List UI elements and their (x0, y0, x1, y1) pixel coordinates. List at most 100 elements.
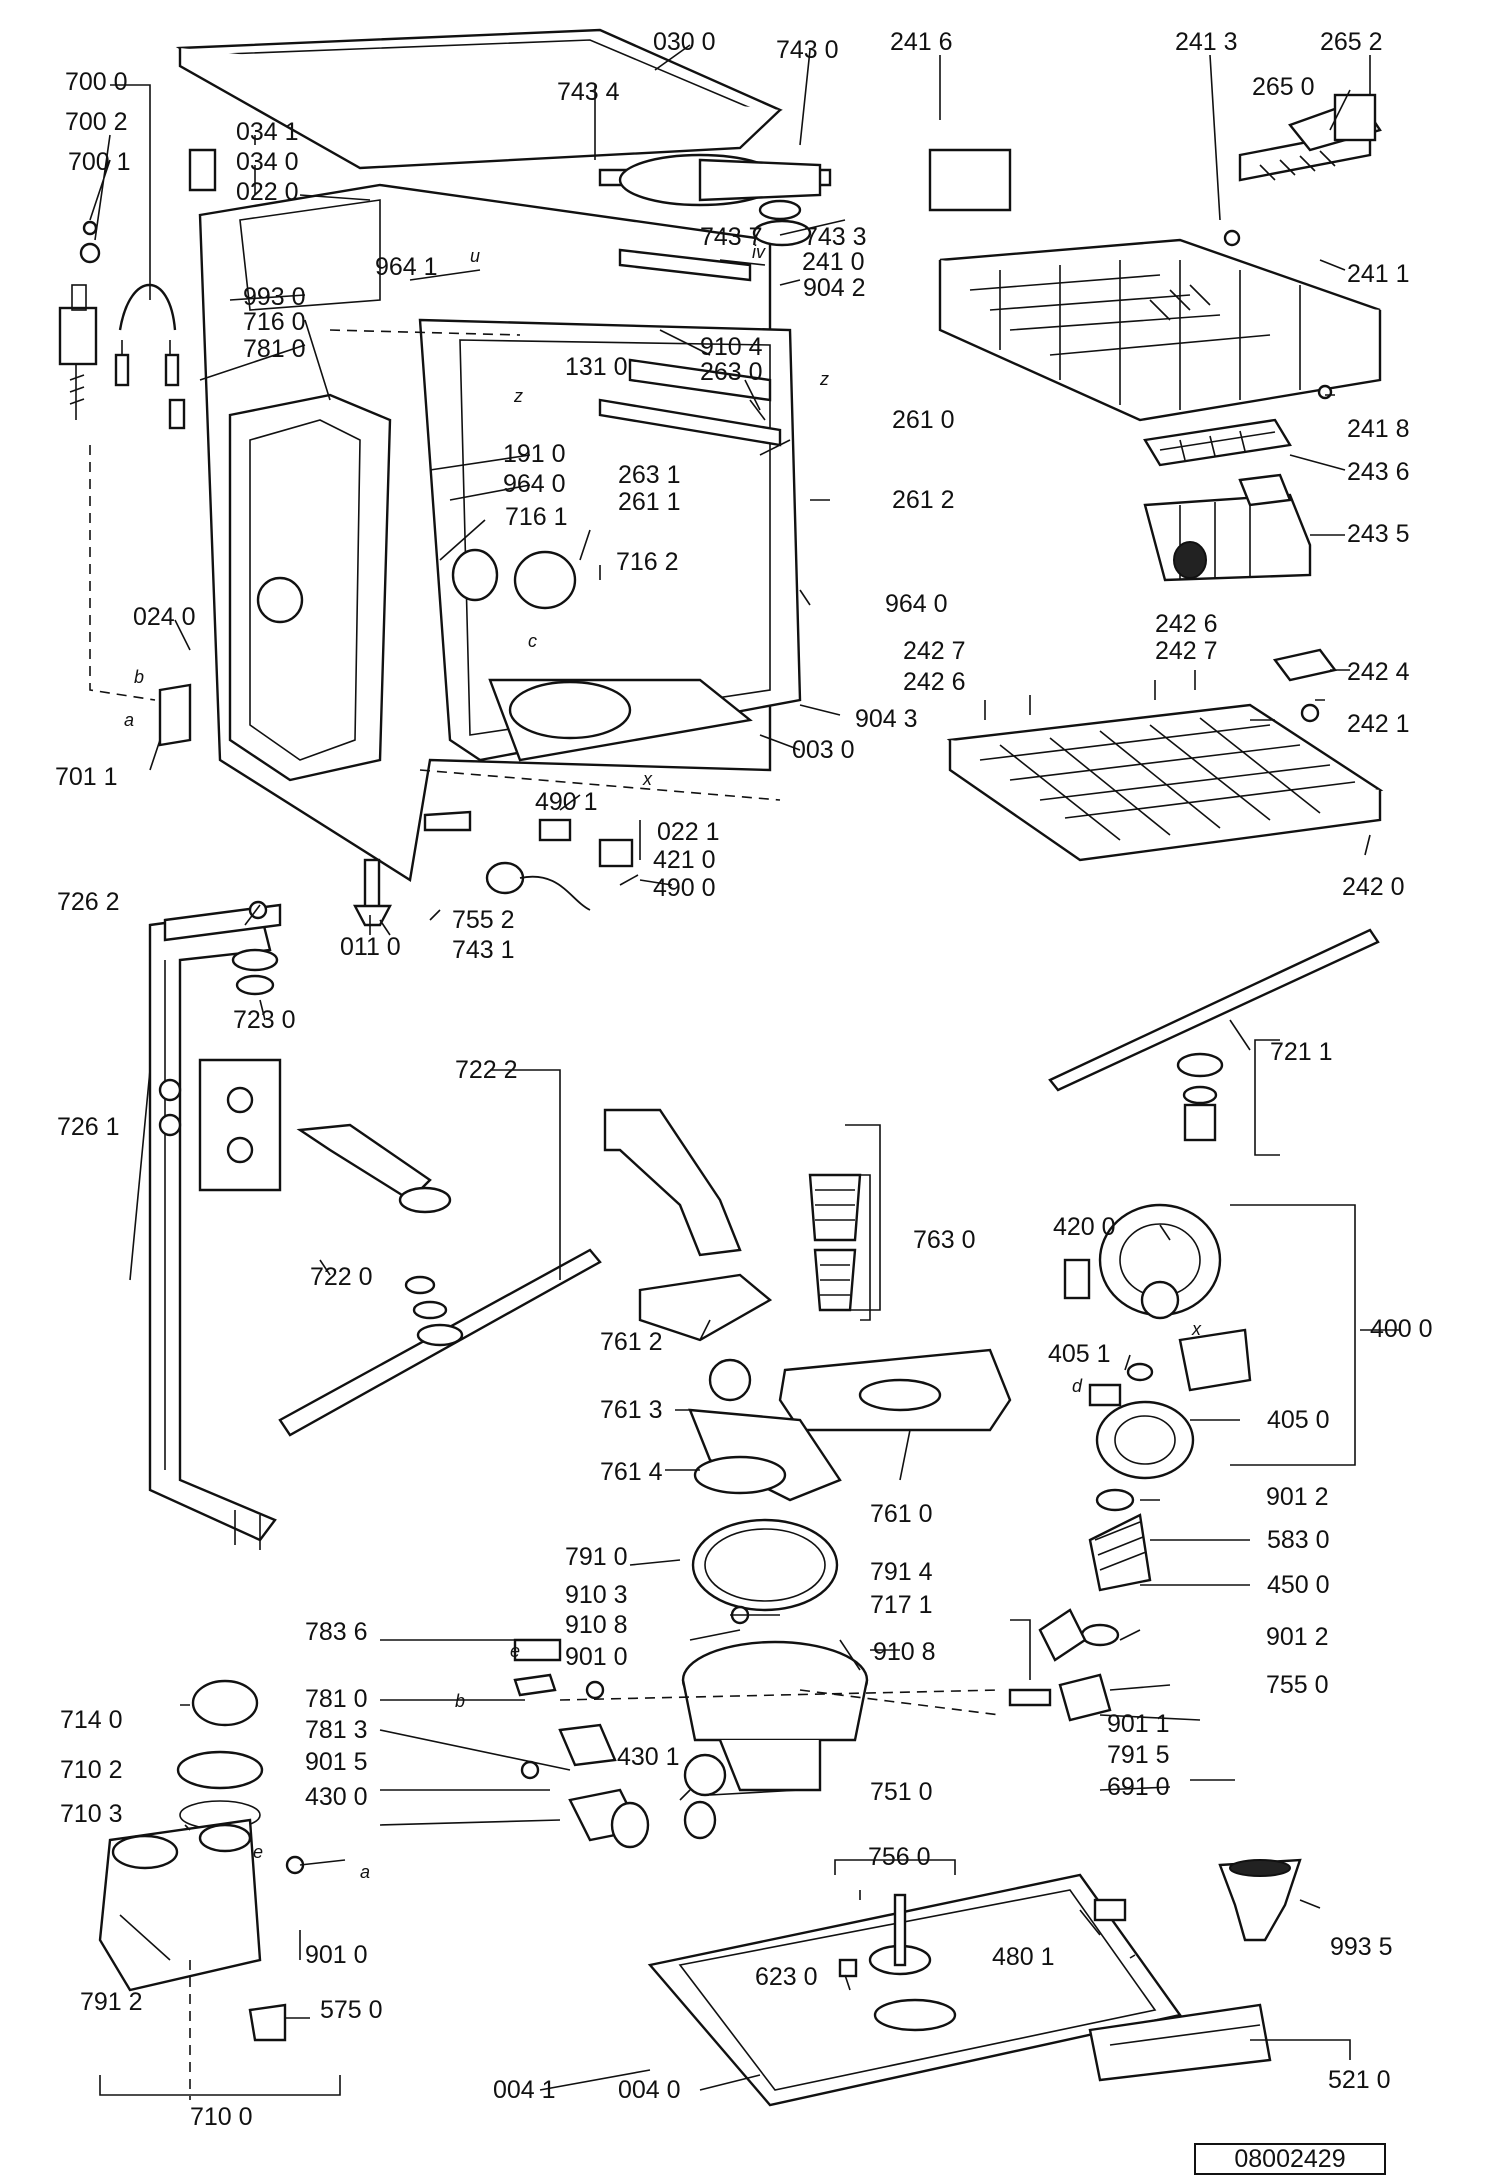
part-label: 763 0 (913, 1226, 976, 1254)
part-label: 024 0 (133, 603, 196, 631)
part-label: 755 2 (452, 906, 515, 934)
part-label: 191 0 (503, 440, 566, 468)
cup-rack-parts (928, 93, 1382, 400)
part-label: 791 4 (870, 1558, 933, 1586)
part-label: 714 0 (60, 1706, 123, 1734)
base-tray (647, 1858, 1302, 2107)
part-label: 756 0 (868, 1843, 931, 1871)
part-label: 716 0 (243, 308, 306, 336)
part-label: 022 1 (657, 818, 720, 846)
small-bottom-parts (353, 810, 634, 927)
marker-letter: c (528, 631, 537, 651)
part-label: 901 0 (305, 1941, 368, 1969)
part-label: 261 1 (618, 488, 681, 516)
part-label: 723 0 (233, 1006, 296, 1034)
part-label: 743 3 (804, 223, 867, 251)
part-label: 743 7 (700, 223, 763, 251)
part-label: 521 0 (1328, 2066, 1391, 2094)
part-label: 717 1 (870, 1591, 933, 1619)
marker-letter: e (253, 1842, 263, 1862)
part-label: 781 0 (243, 335, 306, 363)
letter-markers: u iv z z c x a b d x e b a e (124, 242, 1202, 1882)
part-label: 964 0 (885, 590, 948, 618)
marker-letter: b (455, 1691, 465, 1711)
part-label: 242 4 (1347, 658, 1410, 686)
hose-assembly (114, 284, 186, 430)
part-label: 901 0 (565, 1643, 628, 1671)
part-label: 743 4 (557, 78, 620, 106)
part-label: 243 6 (1347, 458, 1410, 486)
part-label: 480 1 (992, 1943, 1055, 1971)
part-label: 726 2 (57, 888, 120, 916)
part-label: 242 7 (1155, 637, 1218, 665)
part-label: 242 6 (903, 668, 966, 696)
part-label: 910 3 (565, 1581, 628, 1609)
part-label: 901 5 (305, 1748, 368, 1776)
part-label: 004 1 (493, 2076, 556, 2104)
part-label: 716 2 (616, 548, 679, 576)
part-label: 004 0 (618, 2076, 681, 2104)
part-label: 265 2 (1320, 28, 1383, 56)
marker-letter: z (819, 369, 829, 389)
part-label: 901 1 (1107, 1710, 1170, 1738)
part-labels: 030 0 743 0 743 4 700 0 700 2 700 1 034 … (55, 28, 1433, 2131)
part-label: 241 6 (890, 28, 953, 56)
part-label: 781 0 (305, 1685, 368, 1713)
part-label: 243 5 (1347, 520, 1410, 548)
part-label: 761 4 (600, 1458, 663, 1486)
part-label: 901 2 (1266, 1483, 1329, 1511)
part-label: 910 4 (700, 333, 763, 361)
part-label: 993 5 (1330, 1933, 1393, 1961)
part-label: 964 1 (375, 253, 438, 281)
part-label: 400 0 (1370, 1315, 1433, 1343)
part-label: 904 3 (855, 705, 918, 733)
part-label: 910 8 (873, 1638, 936, 1666)
part-label: 761 3 (600, 1396, 663, 1424)
pump-motor (1008, 1203, 1252, 1722)
part-label: 131 0 (565, 353, 628, 381)
part-label: 405 1 (1048, 1340, 1111, 1368)
upper-basket (938, 238, 1382, 422)
part-label: 761 0 (870, 1500, 933, 1528)
part-label: 791 5 (1107, 1741, 1170, 1769)
marker-letter: a (124, 710, 134, 730)
marker-letter: u (470, 246, 480, 266)
lower-spray-arm (1048, 928, 1380, 1142)
door-lock-parts (158, 148, 217, 747)
part-label: 910 8 (565, 1611, 628, 1639)
part-label: 011 0 (340, 933, 401, 961)
worktop-panel (175, 28, 783, 170)
part-label: 450 0 (1267, 1571, 1330, 1599)
part-label: 034 0 (236, 148, 299, 176)
part-label: 022 0 (236, 178, 299, 206)
part-label: 242 1 (1347, 710, 1410, 738)
marker-letter: iv (752, 242, 766, 262)
part-label: 421 0 (653, 846, 716, 874)
marker-letter: d (1072, 1376, 1083, 1396)
part-label: 710 2 (60, 1756, 123, 1784)
water-inlet-valve (58, 220, 156, 701)
part-label: 420 0 (1053, 1213, 1116, 1241)
part-label: 405 0 (1267, 1406, 1330, 1434)
part-label: 261 2 (892, 486, 955, 514)
part-label: 710 3 (60, 1800, 123, 1828)
marker-letter: e (510, 1641, 520, 1661)
part-label: 003 0 (792, 736, 855, 764)
part-label: 241 3 (1175, 28, 1238, 56)
part-label: 904 2 (803, 274, 866, 302)
marker-letter: x (642, 769, 653, 789)
part-label: 783 6 (305, 1618, 368, 1646)
doc-number-box (1194, 2143, 1386, 2175)
part-label: 261 0 (892, 406, 955, 434)
filter-assembly (638, 1173, 1012, 1502)
part-label: 265 0 (1252, 73, 1315, 101)
part-label: 722 2 (455, 1056, 518, 1084)
part-label: 241 8 (1347, 415, 1410, 443)
part-label: 710 0 (190, 2103, 253, 2131)
part-label: 263 0 (700, 358, 763, 386)
part-label: 242 6 (1155, 610, 1218, 638)
part-label: 751 0 (870, 1778, 933, 1806)
part-label: 993 0 (243, 283, 306, 311)
part-label: 701 1 (55, 763, 118, 791)
